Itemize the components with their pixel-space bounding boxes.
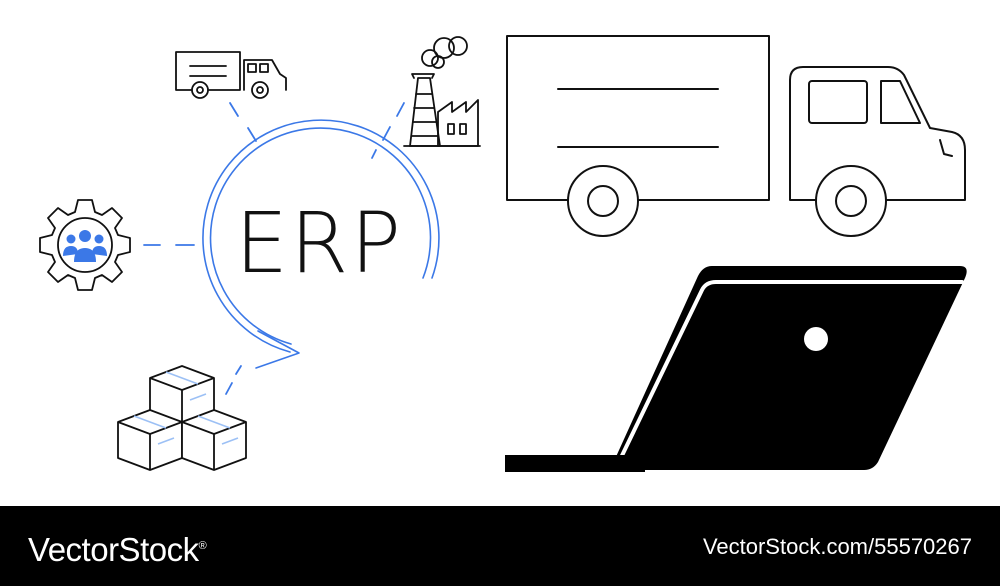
footer-bar: VectorStock® VectorStock.com/55570267	[0, 506, 1000, 586]
illustration: ERP	[39, 35, 967, 472]
large-truck-icon	[506, 35, 966, 237]
erp-label: ERP	[234, 194, 404, 292]
image-id: VectorStock.com/55570267	[702, 534, 972, 559]
logo-text: VectorStock	[28, 531, 199, 568]
gear-team-icon	[39, 199, 131, 291]
registered-mark: ®	[198, 540, 207, 552]
connector-lines	[143, 102, 405, 395]
laptop-icon	[505, 266, 967, 472]
vectorstock-logo[interactable]: VectorStock®	[28, 528, 207, 568]
illustration-canvas	[39, 35, 967, 472]
factory-icon	[403, 36, 481, 147]
boxes-icon	[117, 365, 247, 471]
cycle-arrow-icon	[202, 119, 440, 369]
small-truck-icon	[175, 51, 287, 99]
